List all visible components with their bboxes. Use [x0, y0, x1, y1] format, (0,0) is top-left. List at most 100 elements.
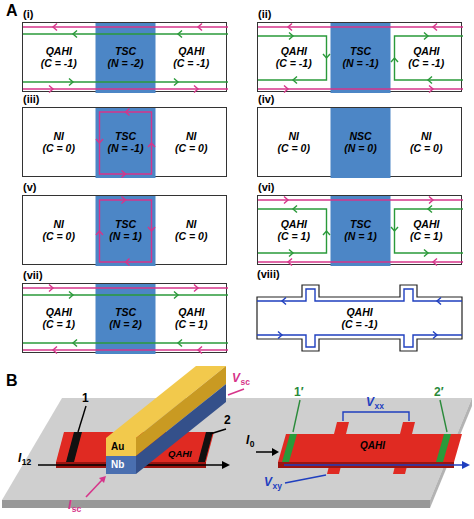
material-region: NI(C = 0) [23, 196, 95, 264]
edge-state-line [100, 112, 152, 174]
drawing-shape [343, 412, 409, 421]
figure-label: A [6, 2, 18, 20]
edge-state-arrow [428, 206, 432, 213]
substrate [2, 398, 472, 508]
panel-frame: (iii)NI(C = 0)TSC(N = -1)NI(C = 0) [22, 107, 227, 177]
drawing-shape [285, 475, 326, 483]
material-region: NI(C = 0) [156, 196, 228, 264]
region-label: NI [186, 130, 197, 142]
panel-frame: (iv)NI(C = 0)NSC(N = 0)NI(C = 0) [257, 107, 462, 177]
edge-state-arrow [194, 86, 198, 93]
region-label: (N = 0) [344, 142, 376, 154]
edge-state-line [23, 294, 228, 295]
material-region: NI(C = 0) [23, 108, 95, 176]
superconductor-region: TSC(N = 1) [96, 196, 156, 264]
superconductor-band [331, 196, 391, 266]
region-label: NI [54, 218, 65, 230]
subscript-label: xx [375, 402, 384, 411]
edge-state-arrow [424, 33, 428, 40]
drawing-shape [136, 384, 226, 474]
region-label: QAHI [46, 306, 72, 318]
figure-label: QAHI [168, 449, 192, 459]
edge-state-line [23, 33, 228, 34]
edge-state-line [100, 200, 152, 262]
panel-label: (vii) [23, 269, 43, 281]
edge-state-arrow [198, 24, 202, 31]
drawing-shape [282, 434, 297, 462]
edge-state-arrow [126, 109, 130, 116]
edge-state-arrow [69, 79, 73, 86]
region-label: QAHI [281, 218, 307, 230]
drawing-shape [210, 429, 226, 434]
region-label: (C = 0) [43, 142, 75, 154]
region-label: (C = -1) [276, 57, 312, 69]
drawing-shape [440, 400, 447, 432]
figure-label: I [18, 452, 21, 465]
panel-frame: (i)QAHI(C = -1)TSC(N = -2)QAHI(C = -1) [22, 22, 227, 92]
drawing-shape [86, 480, 102, 497]
panel-label: (iv) [258, 93, 275, 105]
edge-state-arrow [288, 259, 292, 266]
superconductor-region: NSC(N = 0) [331, 108, 391, 176]
superconductor-band [331, 23, 391, 93]
edge-state-arrow [284, 86, 288, 93]
subscript-label: 0 [250, 440, 255, 449]
material-region: NI(C = 0) [258, 108, 330, 176]
drawing-shape [78, 406, 86, 432]
edge-state-arrow [174, 292, 178, 299]
drawing-shape [334, 422, 349, 434]
region-label: (C = 0) [278, 142, 310, 154]
drawing-shape [2, 500, 430, 508]
edge-state-arrow [289, 250, 293, 257]
figure-label: QAHI [360, 440, 385, 451]
edge-state-arrow [429, 86, 433, 93]
region-label: TSC [350, 218, 371, 230]
figure-label: 2 [224, 414, 231, 427]
edge-state-arrow [323, 54, 330, 58]
edge-state-arrow [69, 292, 73, 299]
drawing-shape [222, 461, 230, 469]
panel-frame: (ii)QAHI(C = -1)TSC(N = -1)QAHI(C = -1) [257, 22, 462, 92]
figure-label: 1′ [294, 386, 304, 399]
edge-state-arrow [198, 347, 202, 354]
material-region: QAHI(C = -1) [156, 23, 228, 91]
region-label: (C = 0) [43, 230, 75, 242]
region-label: (C = 0) [410, 142, 442, 154]
superconductor-region: TSC(N = -1) [331, 23, 391, 91]
figure-label: 2′ [434, 386, 444, 399]
drawing-shape [400, 422, 415, 434]
material-region: NI(C = 0) [156, 108, 228, 176]
figure-label: Au [111, 441, 124, 452]
edge-state-arrow [174, 79, 178, 86]
superconductor-band [331, 108, 391, 178]
edge-state-line [258, 209, 327, 253]
subscript-label: 12 [22, 458, 31, 467]
panel-label: (ii) [258, 8, 271, 20]
region-label: (C = 1) [43, 318, 75, 330]
drawing-shape [66, 432, 82, 462]
material-region: QAHI(C = 1) [156, 284, 228, 352]
superconductor-region: TSC(N = 1) [331, 196, 391, 264]
drawing-shape [284, 464, 462, 466]
drawing-shape [106, 456, 136, 474]
edge-state-arrow [178, 31, 182, 38]
region-label: (C = 1) [410, 230, 442, 242]
region-label: QAHI [46, 45, 72, 57]
superconductor-band [96, 196, 156, 266]
region-label: QAHI [413, 45, 439, 57]
region-label: (C = 0) [175, 142, 207, 154]
edge-state-arrow [194, 285, 198, 292]
region-label: (C = 0) [175, 230, 207, 242]
region-label: (N = 2) [109, 318, 141, 330]
edge-state-arrow [433, 259, 437, 266]
region-label: QAHI [413, 218, 439, 230]
material-region: QAHI(C = -1) [319, 302, 400, 334]
region-label: (N = -1) [343, 57, 379, 69]
edge-state-arrow [278, 332, 282, 339]
region-label: (C = -1) [173, 57, 209, 69]
region-label: QAHI [178, 45, 204, 57]
region-label: (N = 1) [109, 230, 141, 242]
right-hall-bar [256, 400, 470, 483]
